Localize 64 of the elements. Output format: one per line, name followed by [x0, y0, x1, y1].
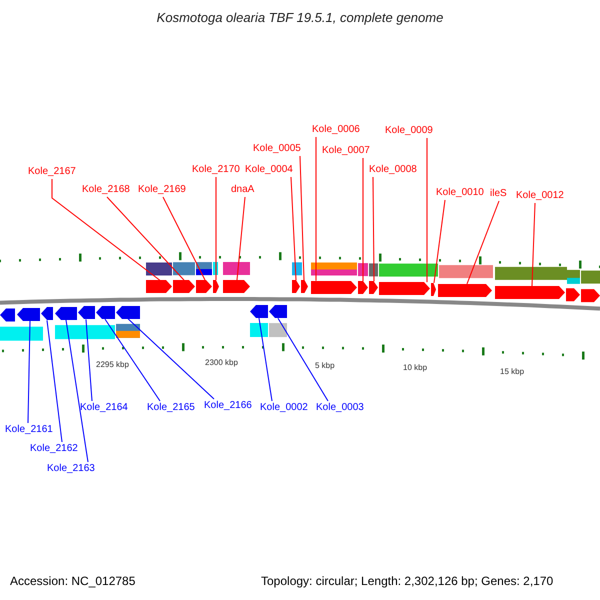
gene-feature [438, 284, 492, 297]
leader-line [28, 320, 30, 424]
scale-label: 5 kbp [315, 360, 335, 372]
gene-label: Kole_0006 [312, 123, 360, 137]
gene-feature [17, 308, 40, 321]
scale-label: 15 kbp [500, 366, 524, 378]
gene-label: Kole_0012 [516, 189, 564, 203]
leader-line [532, 202, 536, 287]
gene-feature [223, 280, 250, 293]
gene-label: Kole_0002 [260, 401, 308, 415]
leader-line [290, 176, 296, 281]
scale-label: 10 kbp [403, 362, 428, 374]
scale-label: 2300 kbp [205, 357, 238, 369]
gene-label: Kole_2162 [30, 442, 78, 456]
gene-feature [269, 305, 287, 318]
leader-line [162, 196, 206, 280]
leader-line [86, 318, 92, 402]
gene-feature [55, 306, 77, 320]
gene-feature [301, 280, 308, 294]
gene-label: Kole_2170 [192, 163, 240, 177]
gene-feature [250, 305, 268, 318]
leader-line [426, 138, 428, 283]
gene-label: dnaA [231, 183, 254, 197]
leader-line [300, 156, 304, 281]
genome-summary-text: Topology: circular; Length: 2,302,126 bp; Genes: 2,170 [261, 574, 554, 588]
leader-line [128, 318, 214, 400]
gene-label: Kole_2163 [47, 462, 95, 476]
gene-label: Kole_0003 [316, 401, 364, 415]
leader-line [278, 318, 328, 402]
leader-line [46, 320, 62, 442]
accession-text: Accession: NC_012785 [10, 574, 136, 588]
gene-feature [41, 307, 53, 320]
leader-line [362, 158, 364, 282]
scale-label: 2295 kbp [96, 359, 129, 371]
gene-feature [146, 280, 172, 294]
gene-label: ileS [490, 187, 507, 201]
gene-feature [96, 306, 115, 320]
gene-label: Kole_2164 [80, 401, 128, 415]
gene-feature [116, 306, 140, 319]
diagram-title: Kosmotoga olearia TBF 19.5.1, complete genome [156, 10, 444, 25]
gene-label: Kole_2167 [28, 165, 76, 179]
gene-label: Kole_0007 [322, 144, 370, 158]
gene-label: Kole_0009 [385, 124, 433, 138]
leader-line [236, 196, 246, 280]
gene-label: Kole_2168 [82, 183, 130, 197]
gene-label: Kole_2166 [204, 399, 252, 413]
gene-feature [292, 280, 300, 294]
leader-line [106, 196, 184, 281]
leader-line [434, 200, 446, 284]
gene-label: Kole_2165 [147, 401, 195, 415]
gene-feature [78, 306, 95, 320]
gene-label: Kole_2169 [138, 183, 186, 197]
leader-line [372, 176, 374, 282]
gene-feature [173, 280, 195, 294]
leader-line [104, 318, 160, 402]
leader-line [66, 319, 88, 462]
gene-label: Kole_0008 [369, 163, 417, 177]
gene-label: Kole_0004 [245, 163, 293, 177]
leader-line [466, 200, 500, 284]
leader-line [258, 318, 272, 402]
gene-label: Kole_2161 [5, 423, 53, 437]
gene-label: Kole_0010 [436, 186, 484, 200]
gene-label: Kole_0005 [253, 142, 301, 156]
leader-line [52, 178, 160, 281]
